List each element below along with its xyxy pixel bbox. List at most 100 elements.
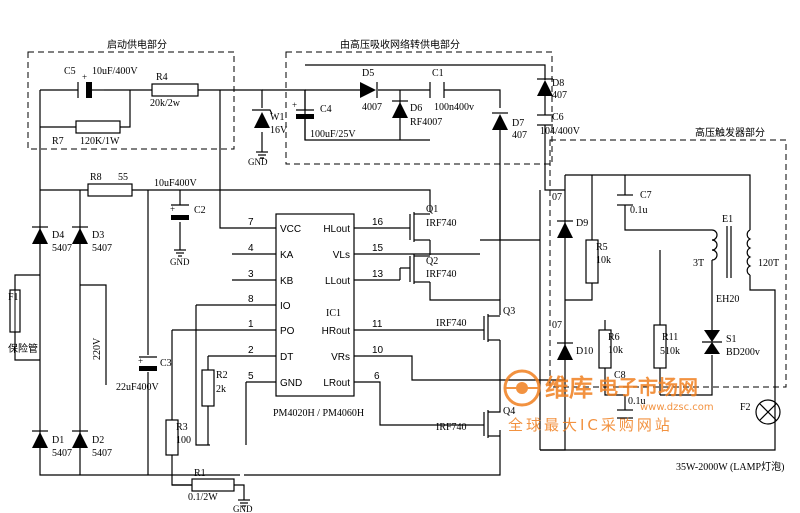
c6-down-wire [544,125,565,191]
gnd-label: GND [233,504,253,513]
c2-value: 10uF400V [154,178,198,189]
f1-value: 保险管 [8,342,38,355]
r6-resistor: R6 10k [598,329,623,369]
e1-value: EH20 [716,294,739,305]
c4-ref: C4 [320,104,332,115]
ic-pin-llout: LLout [325,276,350,287]
e1-ref: E1 [722,214,733,225]
ic-pin-6-num: 6 [374,371,380,382]
ic-pin-dt: DT [280,352,293,363]
q2-source-wire [429,282,501,315]
c3-capacitor: + C3 22uF400V [116,356,172,393]
ic-pin-gnd: GND [280,378,302,389]
ic-pin-16-num: 16 [372,217,384,228]
d3-value: 5407 [92,243,112,254]
c1-value: 100n400v [434,102,474,113]
s1-ref: S1 [726,334,737,345]
r11-value: 510k [660,346,680,357]
r11-resistor: R11 510k [653,324,680,369]
q2-mosfet: Q2 IRF740 [399,254,457,284]
pin10-wire [354,355,565,381]
top-wire [305,64,546,80]
d10-value: 07 [552,320,562,331]
d7-down-wire [480,130,501,241]
r4-to-w1-wire [198,89,263,108]
r4-ref: R4 [156,72,168,83]
d2-value: 5407 [92,448,112,459]
d10-diode: 07 D10 [552,320,593,360]
r3-bottom-wire [171,455,192,486]
ic-pin-lrout: LRout [323,378,350,389]
svg-text:+: + [170,204,175,214]
c6-ref: C6 [552,112,564,123]
ic-pin-2-num: 2 [248,345,254,356]
startup-section-title: 启动供电部分 [107,38,167,51]
source-rail-wire [244,430,501,476]
ic-pin-15-num: 15 [372,243,384,254]
f1-ref: F1 [8,292,19,303]
d8-value: 407 [552,90,567,101]
watermark-url: www.dzsc.com [640,402,714,413]
d4-diode: D4 5407 [32,226,72,254]
gnd-label: GND [248,157,268,167]
mains-input: 220V [80,284,107,385]
trigger-section-box [549,139,787,388]
d1-ref: D1 [52,435,64,446]
pin8-down-wire [195,305,210,446]
d7-ref: D7 [512,118,524,129]
w1-ref: W1 [270,112,284,123]
mains-label: 220V [92,337,103,360]
watermark-slogan: 全球最大IC采购网站 [508,416,673,434]
q3-value: IRF740 [436,318,467,329]
w1-zener-diode: W1 16V [252,109,288,136]
r3-resistor: R3 100 [165,419,191,456]
watermark-logo-icon [503,369,541,407]
ic-pin-8-num: 8 [248,294,254,305]
watermark-site: 电子市场网 [598,375,698,399]
r8-out-wire [132,189,431,205]
c7-capacitor: C7 0.1u [617,190,652,216]
r8-value: 55 [118,172,128,183]
r2-ref: R2 [216,370,228,381]
ic-ref: IC1 [326,308,341,319]
r5-value: 10k [596,255,611,266]
d4-value: 5407 [52,243,72,254]
d2-diode: D2 5407 [72,430,112,459]
c7-bottom-wire [624,205,712,231]
svg-text:+: + [292,100,297,110]
c8-capacitor: C8 0.1u [614,370,646,419]
d3-diode: D3 5407 [72,226,112,254]
r5-bottom-wire [565,283,593,301]
c5-ref: C5 [64,66,76,77]
q1-mosfet: Q1 IRF740 [400,204,457,242]
ic-pin-7-num: 7 [248,217,254,228]
d5-diode: D5 4007 [360,68,382,113]
r8-resistor: R8 55 [87,172,133,197]
e1-transformer: E1 3T 120T EH20 [693,214,779,305]
ic-pin-io: IO [280,301,291,312]
left-rail-wire [39,90,240,476]
ic-pin-kb: KB [280,276,294,287]
ic1-chip: 7 4 3 8 1 2 5 VCC KA KB IO PO DT GND HLo… [248,213,384,419]
f2-ref: F2 [740,402,751,413]
q1-value: IRF740 [426,218,457,229]
trigger-left-wire [540,175,566,451]
vcc-wire [219,90,276,229]
d6-value: RF4007 [410,117,442,128]
e1-secondary: 120T [758,258,779,269]
d1-value: 5407 [52,448,72,459]
c4-value: 100uF/25V [310,129,356,140]
q4-mosfet: Q4 IRF740 [436,400,515,438]
r5-resistor: R5 10k [585,239,611,284]
r6-ref: R6 [608,332,620,343]
ic-pin-vrs: VRs [331,352,350,363]
r6-bottom-wire [604,368,625,396]
pin6-wire [354,381,480,426]
trigger-top-wire [565,174,751,230]
ic-pin-vcc: VCC [280,224,301,235]
trigger-section-title: 高压触发器部分 [695,126,765,139]
d3-ref: D3 [92,230,104,241]
ic-pin-10-num: 10 [372,345,384,356]
lamp-wire [540,395,776,451]
